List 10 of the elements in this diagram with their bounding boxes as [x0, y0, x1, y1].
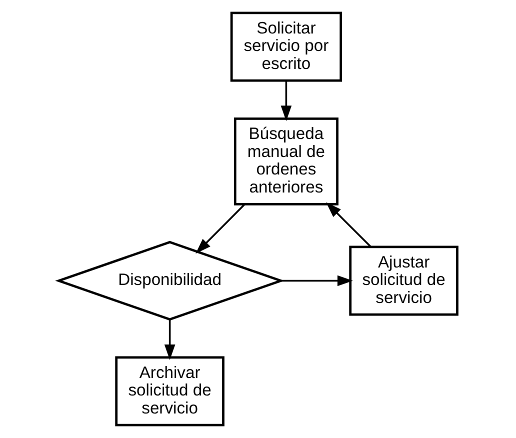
node-diamond: Disponibilidad	[55, 240, 284, 321]
node-box: Archivar solicitud de servicio	[115, 356, 224, 426]
node-box: Ajustar solicitud de servicio	[349, 246, 458, 316]
arrow	[326, 202, 372, 248]
arrow	[164, 319, 176, 360]
arrow	[281, 275, 353, 286]
arrow	[280, 80, 292, 122]
node-box: Solicitar servicio por escrito	[230, 12, 342, 82]
node-box: Búsqueda manual de ordenes anteriores	[234, 117, 338, 206]
arrow	[196, 204, 246, 254]
